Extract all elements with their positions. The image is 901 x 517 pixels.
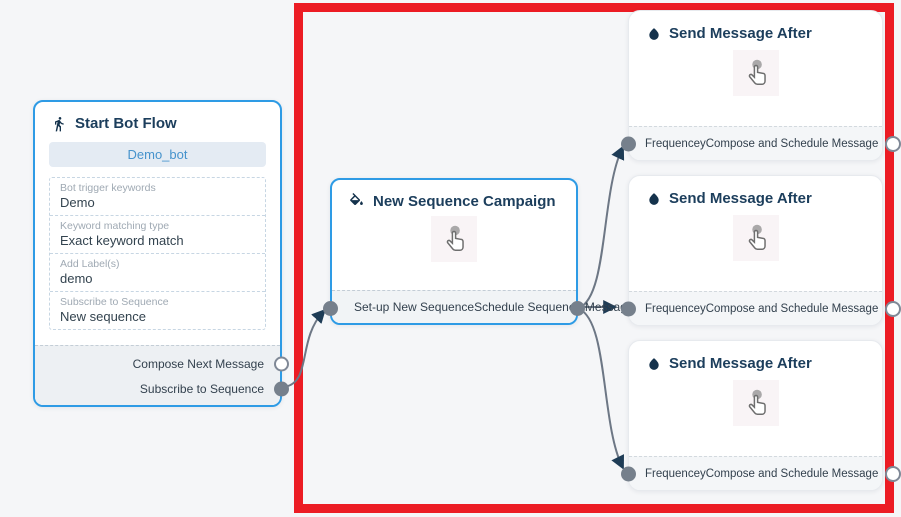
output-label: Subscribe to Sequence [139, 381, 264, 396]
output-port-compose-schedule[interactable] [885, 300, 901, 317]
output-label: Compose and Schedule Message [705, 302, 879, 315]
footer-label-schedule-sequence-message[interactable]: Schedule Sequence Message [474, 300, 634, 314]
tap-hand-cursor-icon[interactable] [431, 216, 477, 262]
node-start-bot-flow[interactable]: Start Bot Flow Demo_bot Bot trigger keyw… [33, 100, 289, 407]
send-node-footer: Frequencey Compose and Schedule Message [621, 456, 901, 490]
output-port-campaign[interactable] [570, 301, 585, 316]
node-title: Send Message After [669, 355, 812, 372]
campaign-node-header: New Sequence Campaign [332, 180, 576, 216]
output-port-compose-schedule[interactable] [885, 135, 901, 152]
output-row-compose-next-message: Compose Next Message [35, 351, 289, 376]
input-port-campaign[interactable] [323, 301, 338, 316]
campaign-node-footer: Set-up New Sequence Schedule Sequence Me… [332, 290, 634, 323]
input-label: Frequencey [645, 137, 706, 150]
send-node-header: Send Message After [629, 176, 882, 215]
field-add-labels[interactable]: Add Label(s) demo [50, 254, 265, 292]
node-send-message-after-2[interactable]: Send Message After Frequencey Compose an… [621, 175, 901, 326]
walking-person-icon [51, 116, 67, 132]
send-node-header: Send Message After [629, 341, 882, 380]
field-value: Exact keyword match [60, 233, 184, 248]
output-label: Compose and Schedule Message [705, 137, 879, 150]
field-subscribe-to-sequence[interactable]: Subscribe to Sequence New sequence [50, 292, 265, 329]
field-value: New sequence [60, 309, 146, 324]
input-label: Frequencey [645, 302, 706, 315]
input-port-frequency[interactable] [621, 301, 636, 316]
send-node-header: Send Message After [629, 11, 882, 50]
highlight-rectangle [294, 3, 894, 513]
footer-label-setup-new-sequence[interactable]: Set-up New Sequence [354, 300, 475, 314]
field-value: Demo [60, 195, 95, 210]
send-node-footer: Frequencey Compose and Schedule Message [621, 291, 901, 325]
field-label: Subscribe to Sequence [60, 296, 169, 308]
field-keyword-matching-type[interactable]: Keyword matching type Exact keyword matc… [50, 216, 265, 254]
water-drop-icon [647, 191, 661, 207]
field-label: Keyword matching type [60, 220, 170, 232]
input-port-frequency[interactable] [621, 136, 636, 151]
field-bot-trigger-keywords[interactable]: Bot trigger keywords Demo [50, 178, 265, 216]
water-drop-icon [647, 356, 661, 372]
tap-hand-cursor-icon[interactable] [732, 380, 779, 426]
send-node-footer: Frequencey Compose and Schedule Message [621, 126, 901, 160]
node-title: Start Bot Flow [75, 115, 177, 132]
output-label: Compose Next Message [132, 356, 264, 371]
node-title: New Sequence Campaign [373, 193, 556, 210]
input-port-frequency[interactable] [621, 466, 636, 481]
output-port-subscribe-to-sequence[interactable] [274, 381, 289, 396]
node-new-sequence-campaign[interactable]: New Sequence Campaign Set-up New Sequenc… [323, 178, 634, 325]
node-title: Send Message After [669, 25, 812, 42]
node-send-message-after-1[interactable]: Send Message After Frequencey Compose an… [621, 10, 901, 161]
tap-hand-cursor-icon[interactable] [732, 50, 779, 96]
field-value: demo [60, 271, 93, 286]
field-label: Add Label(s) [60, 258, 120, 270]
start-node-outputs: Compose Next Message Subscribe to Sequen… [35, 345, 289, 405]
paint-bucket-icon [348, 193, 365, 210]
node-title: Send Message After [669, 190, 812, 207]
input-label: Frequencey [645, 467, 706, 480]
bot-name-button[interactable]: Demo_bot [49, 142, 266, 167]
bot-config-fields: Bot trigger keywords Demo Keyword matchi… [49, 177, 266, 330]
water-drop-icon [647, 26, 661, 42]
output-row-subscribe-to-sequence: Subscribe to Sequence [35, 376, 289, 401]
output-port-compose-schedule[interactable] [885, 465, 901, 482]
start-node-header: Start Bot Flow [35, 102, 280, 138]
tap-hand-cursor-icon[interactable] [732, 215, 779, 261]
field-label: Bot trigger keywords [60, 182, 156, 194]
node-send-message-after-3[interactable]: Send Message After Frequencey Compose an… [621, 340, 901, 491]
output-label: Compose and Schedule Message [705, 467, 879, 480]
output-port-compose-next-message[interactable] [274, 356, 289, 371]
